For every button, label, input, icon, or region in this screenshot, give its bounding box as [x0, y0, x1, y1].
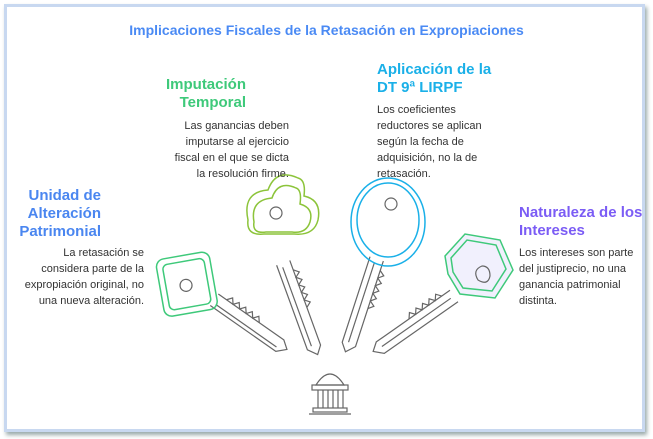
text-line: una nueva alteración.	[38, 295, 144, 307]
key-naturaleza-icon	[372, 289, 459, 355]
key-unidad-icon	[209, 293, 288, 353]
text-line: Las ganancias deben	[184, 120, 289, 132]
text-line: expropiación original, no	[24, 279, 144, 291]
text-line: según la fecha de	[377, 136, 464, 148]
text-line: Unidad de	[28, 187, 101, 204]
text-line: Los intereses son parte	[519, 247, 634, 259]
text-line: la resolución firme.	[196, 168, 289, 180]
text-line: reductores se aplican	[377, 120, 482, 132]
text-line: Los coeficientes	[377, 104, 456, 116]
text-line: adquisición, no la de	[377, 152, 478, 164]
text-line: distinta.	[519, 295, 557, 307]
key-imputacion-icon	[276, 260, 322, 356]
key-aplicacion-icon	[341, 256, 385, 353]
text-line: Intereses	[519, 222, 585, 239]
text-line: La retasación se	[63, 247, 144, 259]
text-line: ganancia patrimonial	[519, 279, 621, 291]
text-line: retasación.	[377, 168, 431, 180]
text-line: Naturaleza de los	[519, 204, 643, 221]
text-line: Temporal	[179, 94, 246, 111]
text-line: Aplicación de la	[377, 61, 492, 78]
text-line: considera parte de la	[41, 263, 144, 275]
description-imputacion: Las ganancias deben imputarse al ejercici…	[175, 118, 289, 182]
courthouse-icon	[309, 373, 351, 415]
text-line: imputarse al ejercicio	[185, 136, 289, 148]
infographic-frame	[4, 4, 645, 432]
description-unidad: La retasación se considera parte de la exp…	[25, 245, 144, 309]
text-line: fiscal en el que se dicta	[174, 152, 289, 164]
text-line: DT 9ª LIRPF	[377, 79, 463, 96]
description-aplicacion: Los coeficientes reductores se aplican seg…	[377, 102, 482, 182]
text-line: Imputación	[165, 76, 246, 93]
text-line: del justiprecio, no una	[519, 263, 627, 275]
page-title: Implicaciones Fiscales de la Retasación …	[129, 22, 524, 38]
text-line: Patrimonial	[19, 223, 101, 240]
description-naturaleza: Los intereses son parte del justiprecio, …	[519, 245, 633, 309]
text-line: Alteración	[27, 205, 101, 222]
